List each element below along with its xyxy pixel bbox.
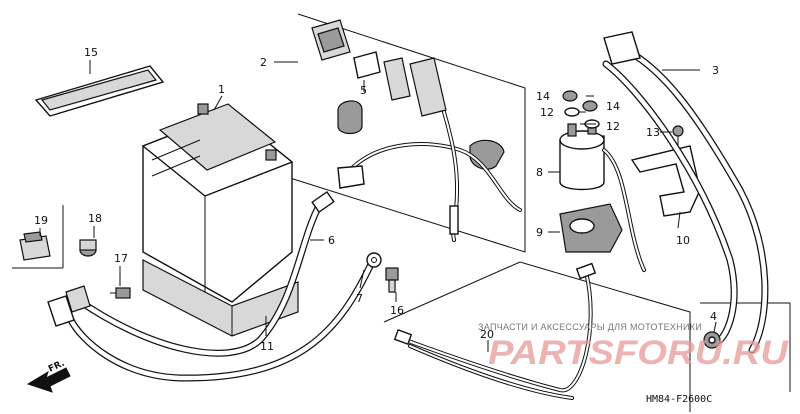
front-direction-arrow-icon bbox=[26, 367, 71, 393]
relay-bracket[interactable] bbox=[630, 145, 701, 217]
washer-12-upper[interactable] bbox=[564, 107, 580, 117]
callout-3: 3 bbox=[712, 64, 719, 77]
callout-17: 17 bbox=[114, 252, 128, 265]
negative-cable[interactable] bbox=[74, 190, 335, 357]
terminal-cap bbox=[337, 100, 363, 135]
callout-10: 10 bbox=[676, 234, 690, 247]
callout-20: 20 bbox=[480, 328, 494, 341]
terminal-4[interactable] bbox=[703, 331, 721, 349]
battery-pad[interactable] bbox=[142, 259, 299, 337]
ground-cable[interactable] bbox=[66, 252, 382, 382]
callout-4: 4 bbox=[710, 310, 717, 323]
callout-13: 13 bbox=[646, 126, 660, 139]
relay-mount[interactable] bbox=[559, 203, 623, 253]
callout-14-upper: 14 bbox=[536, 90, 550, 103]
starter-sub-harness[interactable] bbox=[311, 19, 522, 242]
bolt-17[interactable] bbox=[110, 287, 131, 299]
cable-terminal-left[interactable] bbox=[47, 285, 91, 327]
watermark-logo: PARTSFORU.RU bbox=[488, 334, 790, 372]
battery[interactable] bbox=[141, 103, 294, 303]
nut-14-lower[interactable] bbox=[582, 100, 598, 112]
callout-18: 18 bbox=[88, 212, 102, 225]
bolt-16[interactable] bbox=[385, 267, 399, 293]
battery-strap[interactable] bbox=[34, 65, 165, 117]
callout-14-lower: 14 bbox=[606, 100, 620, 113]
callout-8: 8 bbox=[536, 166, 543, 179]
battery-terminal-positive bbox=[197, 103, 209, 115]
callout-5: 5 bbox=[360, 84, 367, 97]
reference-code: HM84-F2600C bbox=[646, 394, 712, 405]
nut-18[interactable] bbox=[79, 239, 97, 257]
group-box-2 bbox=[289, 13, 526, 253]
callout-19: 19 bbox=[34, 214, 48, 227]
callout-6: 6 bbox=[328, 234, 335, 247]
callout-12-upper: 12 bbox=[540, 106, 554, 119]
battery-terminal-negative bbox=[265, 149, 277, 161]
group-box-20 bbox=[383, 261, 691, 412]
starter-relay[interactable] bbox=[559, 121, 646, 272]
callout-1: 1 bbox=[218, 83, 225, 96]
callout-15: 15 bbox=[84, 46, 98, 59]
relay-5 bbox=[353, 51, 381, 79]
clip-19[interactable] bbox=[19, 231, 51, 261]
group-box-4 bbox=[700, 302, 791, 392]
nut-14-upper[interactable] bbox=[562, 90, 578, 102]
watermark-caption: ЗАПЧАСТИ И АКСЕССУАРЫ ДЛЯ МОТОТЕХНИКИ bbox=[478, 322, 702, 332]
callout-11: 11 bbox=[260, 340, 274, 353]
callout-16: 16 bbox=[390, 304, 404, 317]
starter-cable[interactable] bbox=[602, 31, 769, 354]
callout-9: 9 bbox=[536, 226, 543, 239]
callout-12-lower: 12 bbox=[606, 120, 620, 133]
harness-20[interactable] bbox=[393, 262, 597, 400]
callout-7: 7 bbox=[356, 292, 363, 305]
callout-2: 2 bbox=[260, 56, 267, 69]
leader-lines bbox=[39, 60, 717, 352]
